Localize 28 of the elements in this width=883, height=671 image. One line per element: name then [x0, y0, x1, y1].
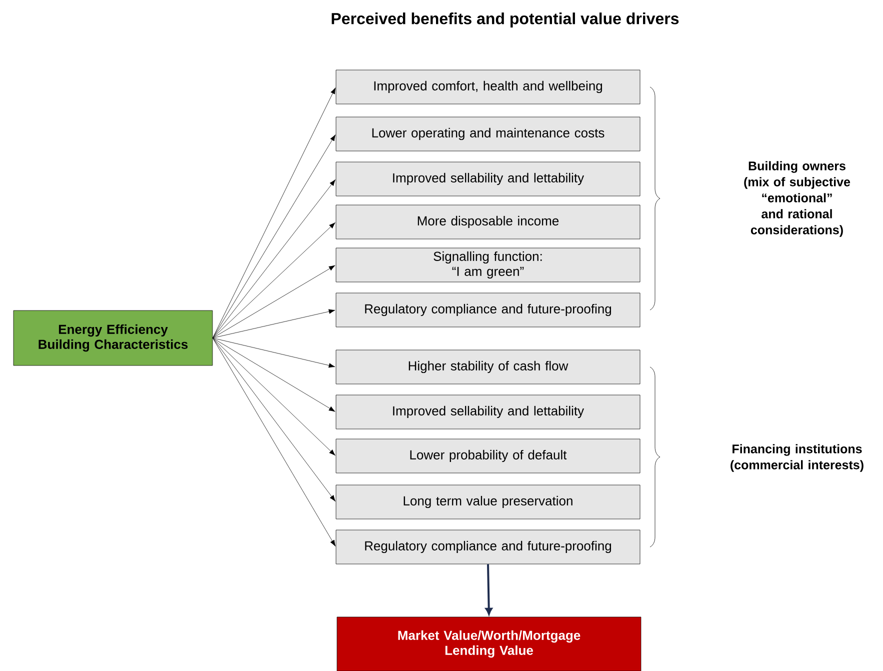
benefit-box: Signalling function: “I am green”	[336, 248, 640, 282]
arrow	[212, 179, 336, 338]
arrow	[212, 134, 336, 338]
arrow	[485, 564, 492, 615]
group-label: Financing institutions (commercial interests)	[730, 444, 864, 472]
benefit-box: Improved sellability and lettability	[336, 162, 640, 196]
result-box: Market Value/Worth/Mortgage Lending Value	[336, 616, 642, 671]
benefit-box: Improved sellability and lettability	[336, 394, 640, 430]
benefit-box: Regulatory compliance and future-proofing	[336, 292, 640, 328]
source-box: Energy Efficiency Building Characteristics	[13, 310, 213, 366]
benefit-box: Improved comfort, health and wellbeing	[336, 70, 640, 104]
arrow	[212, 338, 336, 546]
benefit-box: Higher stability of cash flow	[336, 350, 640, 384]
benefit-box: Lower probability of default	[336, 438, 640, 474]
arrow	[212, 338, 336, 368]
arrow	[212, 338, 336, 502]
arrow	[212, 265, 336, 338]
benefit-box: Regulatory compliance and future-proofing	[336, 530, 640, 564]
group-label: Building owners (mix of subjective “emotional” and rational considerations)	[744, 161, 850, 237]
arrow	[212, 88, 336, 338]
arrow	[212, 309, 336, 338]
benefit-box: Long term value preservation	[336, 484, 640, 520]
arrow	[212, 222, 336, 338]
arrow	[212, 338, 336, 456]
benefit-box: Lower operating and maintenance costs	[336, 116, 640, 152]
arrow	[212, 338, 336, 412]
title: Perceived benefits and potential value drivers	[332, 12, 679, 28]
benefit-box: More disposable income	[336, 204, 640, 240]
